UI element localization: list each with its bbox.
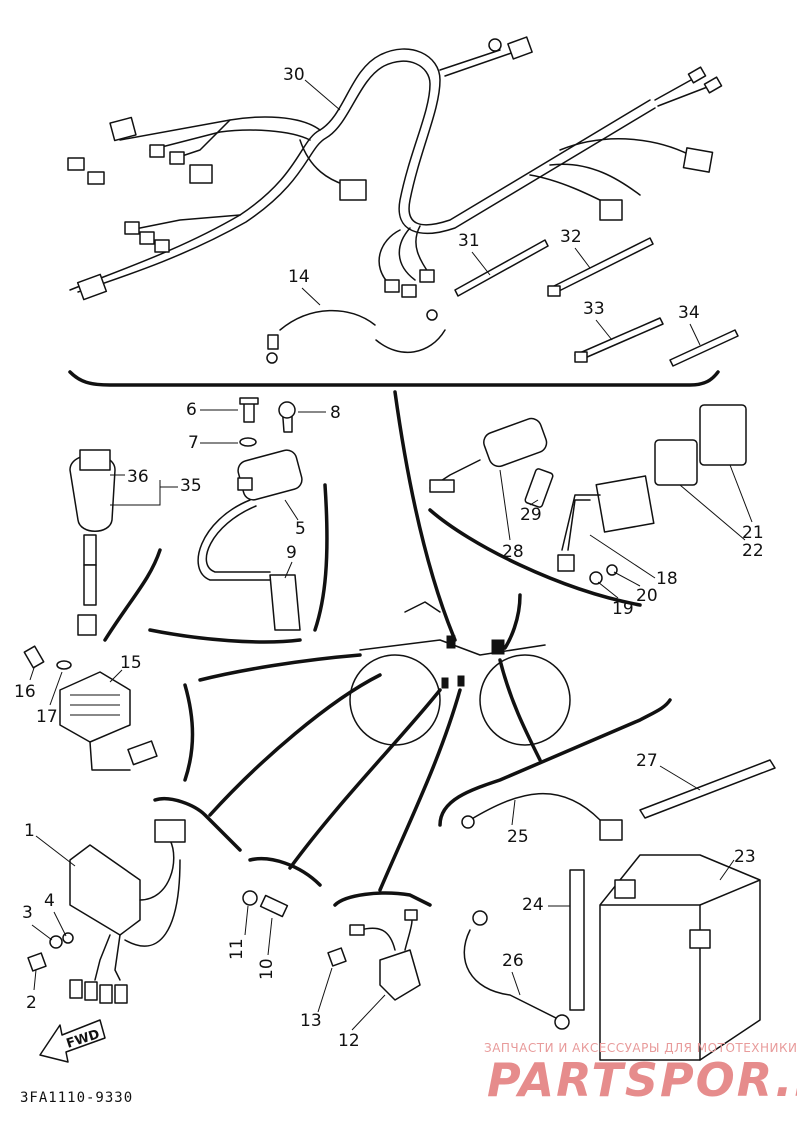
line-switch-frame	[378, 688, 462, 892]
callout-35: 35	[180, 476, 202, 496]
battery-group	[461, 759, 776, 1061]
neutral-switch-12	[327, 909, 421, 1001]
callout-32: 32	[560, 227, 582, 247]
callout-16: 16	[14, 682, 36, 702]
watermark-tagline: ЗАПЧАСТИ И АКСЕССУАРЫ ДЛЯ МОТОТЕХНИКИ	[484, 1041, 797, 1055]
watermark-logo: PARTSPOR.RU	[487, 1053, 797, 1107]
callout-31: 31	[458, 231, 480, 251]
callout-3: 3	[22, 903, 33, 923]
callout-4: 4	[44, 891, 55, 911]
callout-19: 19	[612, 599, 634, 619]
callout-5: 5	[295, 519, 306, 539]
line-harness-frame	[393, 390, 457, 642]
callout-29: 29	[520, 505, 542, 525]
callout-15: 15	[120, 653, 142, 673]
callout-25: 25	[507, 827, 529, 847]
drawing-code: 3FA1110-9330	[20, 1090, 133, 1106]
wire-harness-30	[67, 36, 723, 301]
line-relay-frame	[503, 593, 522, 650]
callout-30: 30	[283, 65, 305, 85]
relay-group	[429, 404, 747, 585]
callout-8: 8	[330, 403, 341, 423]
callout-1: 1	[24, 821, 35, 841]
callout-23: 23	[734, 847, 756, 867]
bracket-battery	[438, 698, 672, 827]
callout-2: 2	[26, 993, 37, 1013]
regulator-15	[23, 645, 158, 771]
callout-20: 20	[636, 586, 658, 606]
callout-12: 12	[338, 1031, 360, 1051]
callout-11: 11	[227, 938, 247, 960]
callout-14: 14	[288, 267, 310, 287]
callout-17: 17	[36, 707, 58, 727]
cdi-unit-1	[27, 819, 186, 1004]
callout-27: 27	[636, 751, 658, 771]
bracket-coil	[313, 483, 329, 632]
callout-24: 24	[522, 895, 544, 915]
ignition-coil-5	[197, 397, 303, 631]
lead-wire-14	[266, 309, 446, 364]
bracket-switch	[103, 548, 162, 642]
callout-9: 9	[286, 543, 297, 563]
callout-labels: 30 31 32 33 34 14 6 7 8 5 9 36 35 28 29 …	[14, 65, 764, 1051]
bracket-cdi	[153, 797, 242, 852]
callout-10: 10	[257, 958, 277, 980]
line-switch-main	[148, 628, 302, 644]
callout-6: 6	[186, 400, 197, 420]
callout-13: 13	[300, 1011, 322, 1031]
callout-7: 7	[188, 433, 199, 453]
main-switch-35	[69, 449, 116, 636]
line-battery-frame	[498, 658, 542, 762]
bracket-plug	[248, 857, 322, 887]
line-regulator-frame	[198, 653, 362, 682]
cable-ties	[454, 237, 739, 367]
callout-22: 22	[742, 541, 764, 561]
bracket-relay	[428, 508, 642, 607]
callout-28: 28	[502, 542, 524, 562]
line-plug-frame	[288, 688, 442, 870]
bracket-regulator	[183, 683, 195, 782]
group-bracket-top	[68, 370, 720, 387]
line-cdi-frame	[208, 673, 382, 817]
fwd-label: FWD	[65, 1027, 102, 1052]
callout-36: 36	[127, 467, 149, 487]
callout-34: 34	[678, 303, 700, 323]
callout-26: 26	[502, 951, 524, 971]
bracket-switch-12	[333, 891, 432, 907]
spark-plug-10	[242, 890, 289, 918]
frame-centre	[349, 601, 571, 746]
fwd-arrow-icon: FWD	[39, 1019, 106, 1063]
callout-18: 18	[656, 569, 678, 589]
callout-21: 21	[742, 523, 764, 543]
callout-33: 33	[583, 299, 605, 319]
